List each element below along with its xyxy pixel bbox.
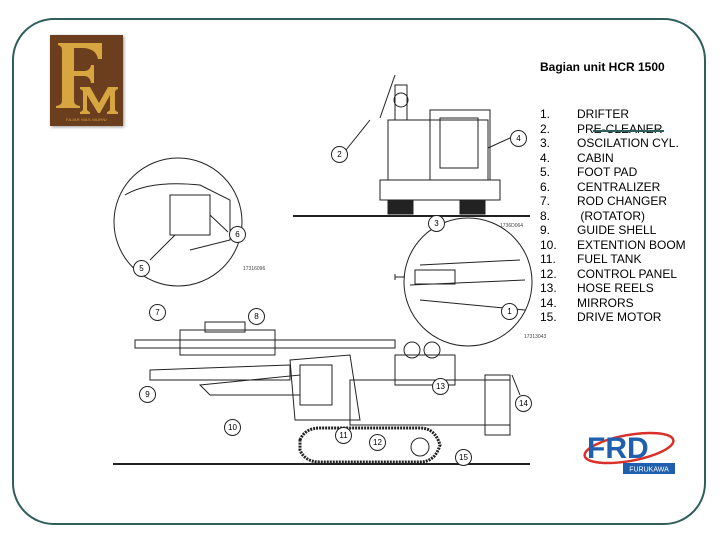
- list-item: 8. (ROTATOR): [540, 209, 686, 224]
- item-number: 1.: [540, 107, 551, 121]
- figure-code: 1736D064: [500, 223, 524, 229]
- figure-code: 17316096: [243, 266, 266, 272]
- list-item: 3. OSCILATION CYL.: [540, 136, 686, 151]
- item-label: FUEL TANK: [577, 252, 642, 266]
- list-item: 14. MIRRORS: [540, 296, 686, 311]
- callout-9: 9: [139, 386, 156, 403]
- item-label: EXTENTION BOOM: [577, 237, 686, 252]
- item-number: 13.: [540, 281, 557, 295]
- annotation-underline: [593, 130, 664, 132]
- callout-12: 12: [369, 434, 386, 451]
- item-number: 15.: [540, 310, 557, 324]
- callout-8: 8: [248, 308, 265, 325]
- callout-10: 10: [224, 419, 241, 436]
- callout-6: 6: [229, 226, 246, 243]
- list-item: 10. EXTENTION BOOM: [540, 238, 686, 253]
- list-item: 7. ROD CHANGER: [540, 194, 686, 209]
- callout-1: 1: [501, 303, 518, 320]
- brand-name: FRD: [587, 432, 649, 465]
- item-number: 12.: [540, 266, 557, 281]
- item-number: 9.: [540, 223, 551, 237]
- callout-5: 5: [133, 260, 150, 277]
- item-number: 11.: [540, 252, 556, 266]
- item-label: (ROTATOR): [577, 208, 645, 223]
- frd-logo: FRD FURUKAWA: [583, 428, 678, 478]
- item-label: DRIFTER: [577, 107, 629, 121]
- item-label: HOSE REELS: [577, 281, 654, 295]
- item-number: 7.: [540, 194, 551, 208]
- logo-caption: FAJAR MAS MURNI: [66, 117, 107, 122]
- callout-4: 4: [510, 130, 527, 147]
- list-item: 12. CONTROL PANEL: [540, 267, 686, 282]
- item-label: MIRRORS: [577, 295, 634, 310]
- callout-11: 11: [335, 427, 352, 444]
- item-number: 3.: [540, 136, 551, 150]
- item-label: ROD CHANGER: [577, 194, 668, 208]
- list-item: 5. FOOT PAD: [540, 165, 686, 180]
- parts-list: 1. DRIFTER 2. PRE-CLEANER 3. OSCILATION CYL…: [540, 107, 686, 325]
- item-label: FOOT PAD: [577, 165, 638, 179]
- fm-logo: FAJAR MAS MURNI: [50, 35, 123, 126]
- item-number: 8.: [540, 208, 551, 223]
- item-label: PRE-CLEANER: [577, 121, 663, 136]
- list-item: 9. GUIDE SHELL: [540, 223, 686, 238]
- item-label: CONTROL PANEL: [577, 266, 678, 281]
- brand-sub: FURUKAWA: [629, 467, 669, 474]
- item-label: GUIDE SHELL: [577, 223, 657, 237]
- item-label: DRIVE MOTOR: [577, 310, 662, 324]
- callout-2: 2: [331, 146, 348, 163]
- callout-3: 3: [428, 215, 445, 232]
- item-number: 14.: [540, 295, 557, 310]
- callout-7: 7: [149, 304, 166, 321]
- item-number: 6.: [540, 179, 551, 194]
- page-title: Bagian unit HCR 1500: [540, 60, 665, 74]
- list-item: 6. CENTRALIZER: [540, 180, 686, 195]
- item-number: 5.: [540, 165, 551, 179]
- item-number: 4.: [540, 150, 551, 165]
- list-item: 2. PRE-CLEANER: [540, 122, 686, 137]
- list-item: 4. CABIN: [540, 151, 686, 166]
- list-item: 11. FUEL TANK: [540, 252, 686, 267]
- fm-monogram-icon: [56, 43, 118, 114]
- callout-14: 14: [515, 395, 532, 412]
- callout-15: 15: [455, 449, 472, 466]
- item-label: CABIN: [577, 150, 614, 165]
- slide-frame: [12, 18, 706, 525]
- item-number: 2.: [540, 121, 551, 136]
- item-number: 10.: [540, 237, 557, 252]
- item-label: CENTRALIZER: [577, 179, 661, 194]
- list-item: 1. DRIFTER: [540, 107, 686, 122]
- list-item: 15. DRIVE MOTOR: [540, 310, 686, 325]
- item-label: OSCILATION CYL.: [577, 136, 679, 150]
- figure-code: 17313043: [524, 334, 547, 340]
- callout-13: 13: [432, 378, 449, 395]
- list-item: 13. HOSE REELS: [540, 281, 686, 296]
